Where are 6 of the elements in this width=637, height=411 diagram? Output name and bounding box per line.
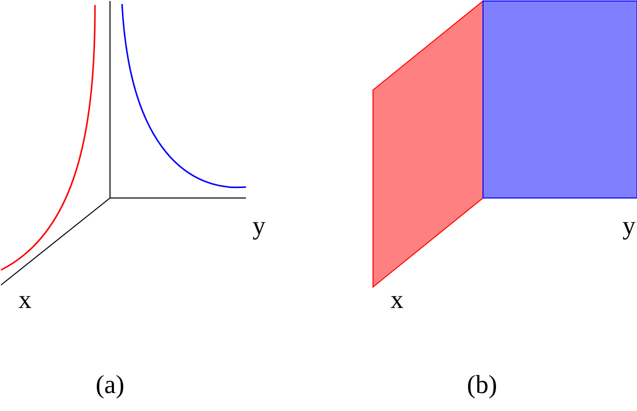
panel-label: (a) xyxy=(96,372,124,398)
axis-label: x xyxy=(390,287,404,313)
axis-label: y xyxy=(622,213,636,239)
axis-label: y xyxy=(252,213,266,239)
panel-label: (b) xyxy=(466,372,498,398)
axis-label: x xyxy=(18,287,32,313)
